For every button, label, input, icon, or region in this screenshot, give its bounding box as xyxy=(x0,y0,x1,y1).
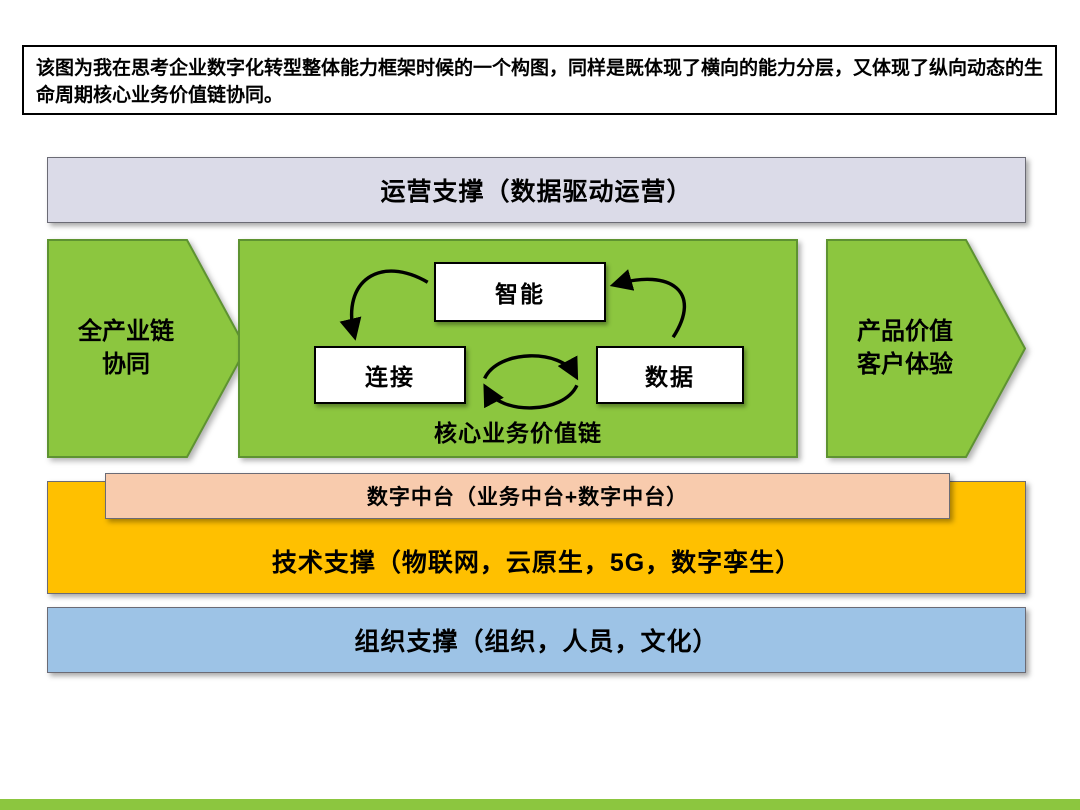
right-arrow-pentagon-icon xyxy=(47,239,247,458)
operations-support-label: 运营支撑（数据驱动运营） xyxy=(380,178,693,206)
cycle-arrows-icon xyxy=(339,269,686,410)
digital-platform-box: 数字中台（业务中台+数字中台） xyxy=(105,473,950,519)
node-connection-label: 连接 xyxy=(365,364,415,390)
node-data: 数据 xyxy=(596,346,744,404)
node-connection: 连接 xyxy=(314,346,466,404)
product-value-arrow-shape: 产品价值 客户体验 xyxy=(826,239,1026,458)
product-value-label: 产品价值 客户体验 xyxy=(857,318,953,378)
node-intelligence-label: 智能 xyxy=(495,281,545,307)
technology-support-label: 技术支撑（物联网，云原生，5G，数字孪生） xyxy=(271,549,802,577)
node-intelligence: 智能 xyxy=(434,262,606,322)
digital-platform-label: 数字中台（业务中台+数字中台） xyxy=(366,486,689,509)
bottom-green-strip xyxy=(0,799,1080,810)
description-box: 该图为我在思考企业数字化转型整体能力框架时候的一个构图，同样是既体现了横向的能力… xyxy=(22,45,1057,115)
core-chain-container: 智能 连接 数据 核心业务价值链 xyxy=(238,239,798,458)
industry-chain-label: 全产业链 协同 xyxy=(78,318,174,378)
operations-support-bar: 运营支撑（数据驱动运营） xyxy=(47,157,1026,223)
right-arrow-pentagon-icon xyxy=(826,239,1026,458)
description-text: 该图为我在思考企业数字化转型整体能力框架时候的一个构图，同样是既体现了横向的能力… xyxy=(36,58,1044,106)
node-data-label: 数据 xyxy=(645,364,695,390)
organization-support-bar: 组织支撑（组织，人员，文化） xyxy=(47,607,1026,673)
core-value-chain-section: 全产业链 协同 智能 连接 数据 xyxy=(47,239,1026,458)
organization-support-label: 组织支撑（组织，人员，文化） xyxy=(354,628,719,656)
industry-chain-arrow-shape: 全产业链 协同 xyxy=(47,239,247,458)
core-chain-label: 核心业务价值链 xyxy=(434,420,602,446)
